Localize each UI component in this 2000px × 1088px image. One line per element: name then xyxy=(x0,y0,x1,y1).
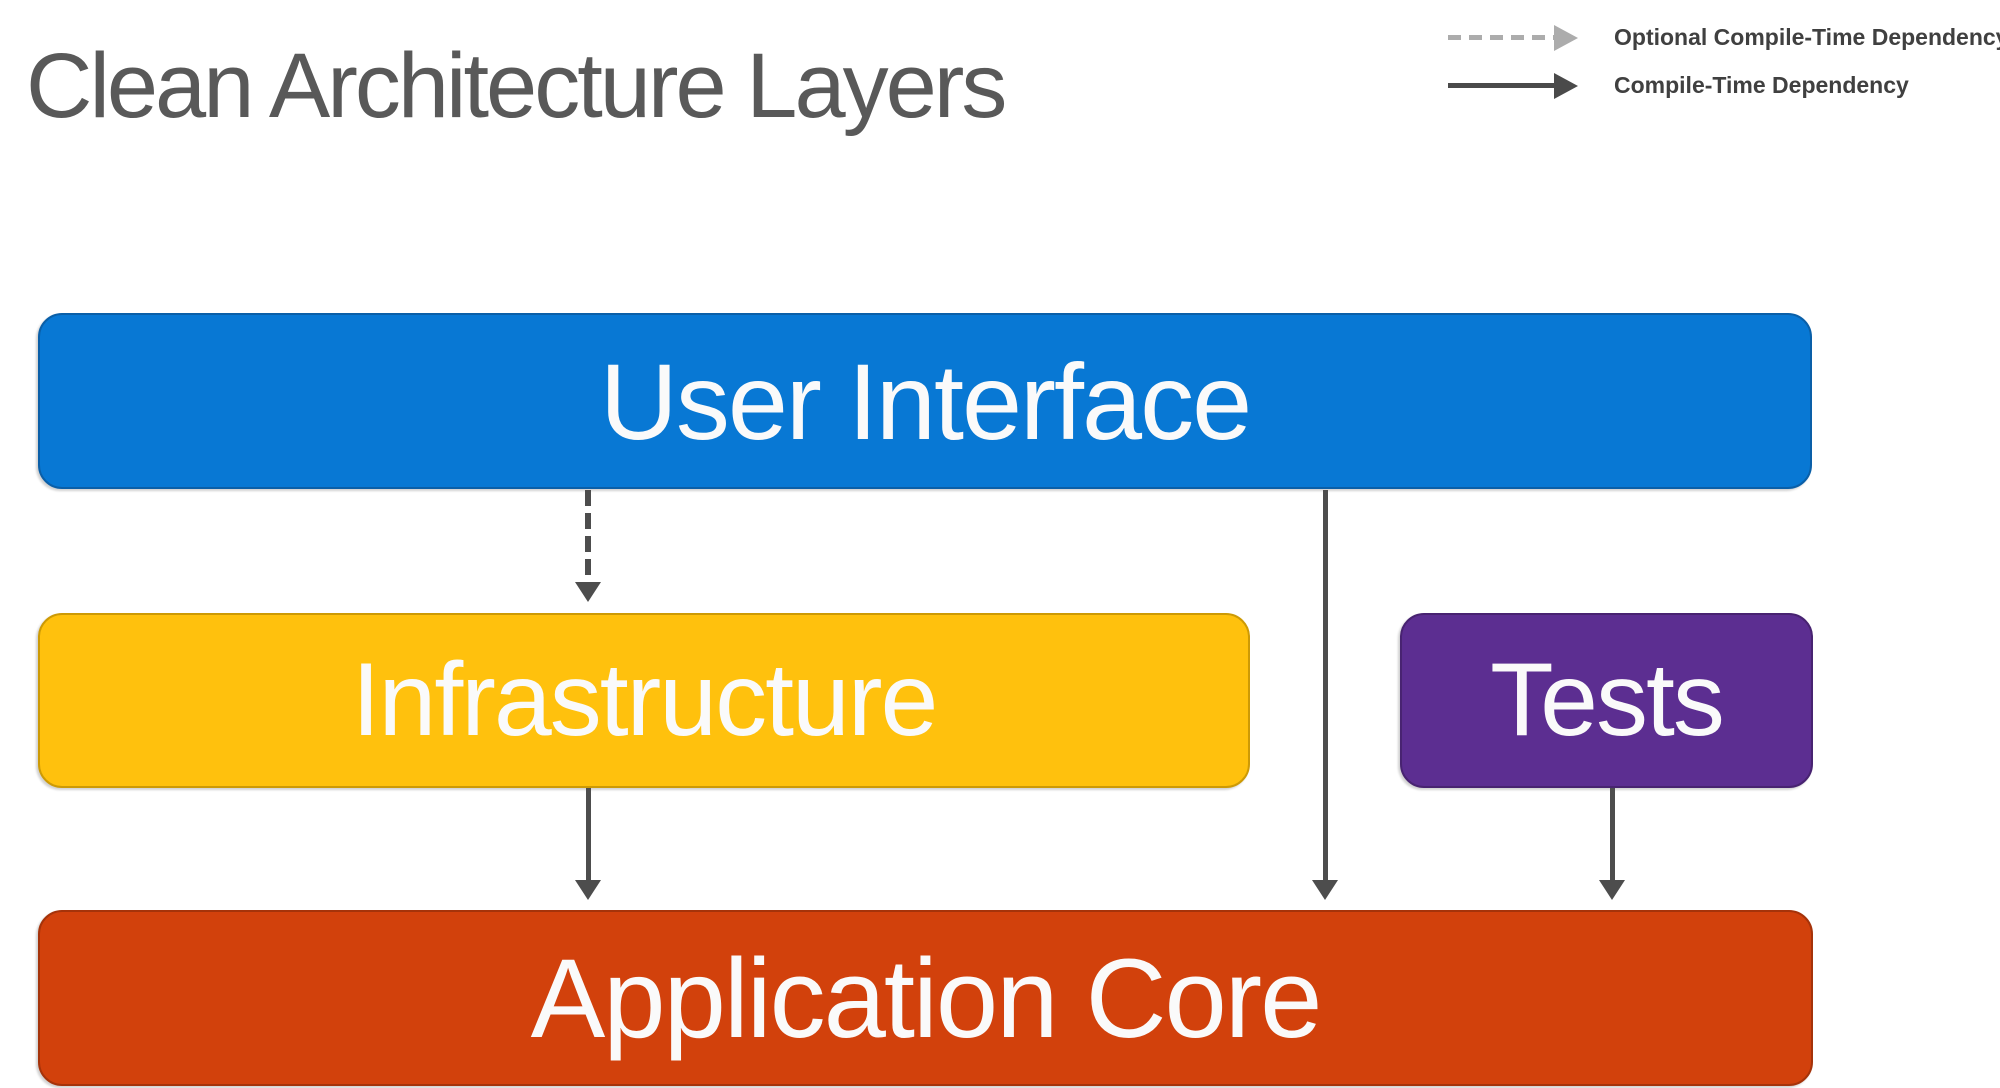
arrowhead-down-icon xyxy=(1599,880,1625,900)
legend-label-optional: Optional Compile-Time Dependency xyxy=(1614,24,2000,50)
layer-label-user-interface: User Interface xyxy=(599,340,1252,462)
layer-label-tests: Tests xyxy=(1490,642,1725,758)
arrowhead-down-icon xyxy=(1312,880,1338,900)
page-title: Clean Architecture Layers xyxy=(26,35,1007,137)
layer-box-user-interface: User Interface xyxy=(38,313,1812,489)
legend-label-compile: Compile-Time Dependency xyxy=(1614,72,1909,98)
legend-item-compile-dependency: Compile-Time Dependency xyxy=(1448,72,1909,99)
arrowhead-down-icon xyxy=(575,582,601,602)
layer-label-application-core: Application Core xyxy=(530,935,1323,1061)
legend-item-optional-dependency: Optional Compile-Time Dependency xyxy=(1448,24,2000,51)
arrowhead-down-icon xyxy=(575,880,601,900)
layer-box-application-core: Application Core xyxy=(38,910,1813,1086)
layer-box-tests: Tests xyxy=(1400,613,1813,788)
layer-label-infrastructure: Infrastructure xyxy=(351,642,939,758)
solid-arrow-icon xyxy=(1448,72,1578,99)
layer-box-infrastructure: Infrastructure xyxy=(38,613,1250,788)
dashed-arrow-icon xyxy=(1448,24,1578,51)
